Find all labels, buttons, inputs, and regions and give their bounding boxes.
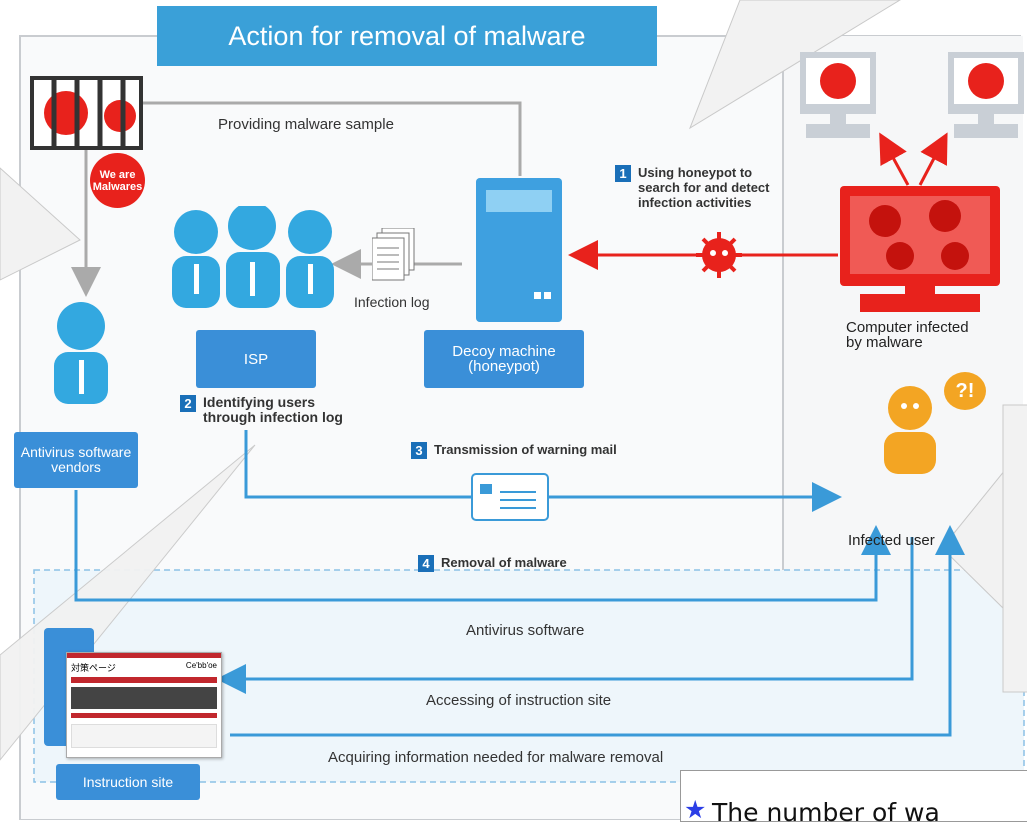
infected-computer-icon — [840, 186, 1010, 321]
document-icon — [371, 227, 416, 287]
footer-note-text: The number of wa — [712, 798, 940, 827]
malware-icon — [696, 232, 742, 283]
infection-log-label: Infection log — [354, 294, 430, 310]
star-icon: ★ — [684, 796, 707, 824]
providing-sample-label: Providing malware sample — [218, 116, 394, 133]
mail-icon — [470, 472, 550, 527]
isp-box: ISP — [196, 330, 316, 388]
acquiring-info-label: Acquiring information needed for malware… — [328, 749, 664, 766]
computer-infected-label: Computer infected by malware — [846, 319, 969, 351]
isp-staff-icon — [168, 202, 343, 316]
infected-pc-icon — [800, 52, 880, 147]
infected-user-label: Infected user — [848, 532, 935, 549]
antivirus-software-label: Antivirus software — [466, 622, 585, 639]
accessing-site-label: Accessing of instruction site — [426, 692, 612, 709]
malware-jail-icon — [30, 76, 143, 150]
instruction-site-box: Instruction site — [56, 764, 200, 800]
step-3: 3 Transmission of warning mail — [411, 442, 617, 459]
step-2: 2 Identifying users through infection lo… — [180, 395, 343, 425]
instruction-site-screenshot: 対策ページ Ce'bb'oe — [66, 652, 222, 758]
server-icon — [474, 176, 564, 329]
malware-speech-bubble: We are Malwares — [90, 153, 145, 208]
infected-pc-icon — [948, 52, 1027, 147]
vendor-person-icon — [46, 300, 116, 410]
antivirus-vendors-box: Antivirus software vendors — [14, 432, 138, 488]
infected-user-icon — [876, 384, 946, 479]
step-4: 4 Removal of malware — [418, 555, 567, 572]
decoy-machine-box: Decoy machine (honeypot) — [424, 330, 584, 388]
page-title: Action for removal of malware — [157, 6, 657, 66]
step-1: 1 Using honeypot to search for and detec… — [615, 165, 770, 210]
question-exclaim-icon: ?! — [944, 372, 986, 410]
